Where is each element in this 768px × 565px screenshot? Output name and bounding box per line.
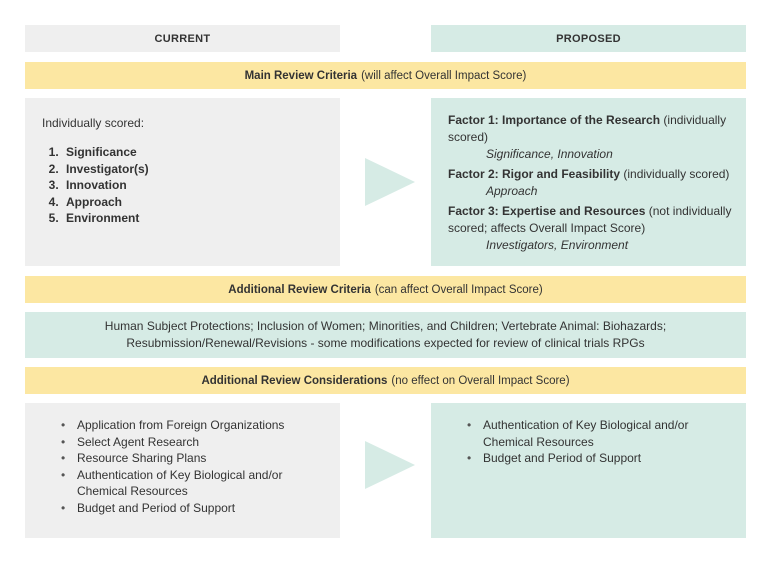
additional-criteria-line-2: Resubmission/Renewal/Revisions - some mo… (126, 336, 645, 350)
factor-1: Factor 1: Importance of the Research (in… (448, 112, 734, 163)
current-considerations-panel: Application from Foreign Organizations S… (25, 403, 340, 538)
right-arrow-icon (365, 441, 415, 489)
proposed-main-panel: Factor 1: Importance of the Research (in… (431, 98, 746, 266)
factor-note: (individually scored) (448, 113, 727, 144)
current-header: CURRENT (25, 25, 340, 52)
additional-criteria-line-1: Human Subject Protections; Inclusion of … (104, 319, 667, 333)
proposed-header: PROPOSED (431, 25, 746, 52)
main-criteria-band: Main Review Criteria (will affect Overal… (25, 62, 746, 89)
current-main-intro: Individually scored: (42, 116, 145, 130)
factor-3: Factor 3: Expertise and Resources (not i… (448, 203, 734, 254)
current-main-list: Significance Investigator(s) Innovation … (42, 144, 340, 227)
factor-2: Factor 2: Rigor and Feasibility (individ… (448, 166, 734, 200)
proposed-header-label: PROPOSED (556, 32, 621, 45)
additional-criteria-band: Additional Review Criteria (can affect O… (25, 276, 746, 303)
additional-criteria-note: (can affect Overall Impact Score) (374, 283, 543, 296)
criterion-item: Innovation (62, 177, 340, 194)
current-main-panel: Individually scored: Significance Invest… (25, 98, 340, 266)
list-item: Application from Foreign Organizations (61, 417, 320, 434)
current-header-label: CURRENT (154, 32, 211, 45)
main-criteria-note: (will affect Overall Impact Score) (361, 69, 527, 82)
criterion-item: Environment (62, 210, 340, 227)
factor-note: (not individually scored; affects Overal… (448, 204, 732, 235)
factor-title: Factor 2: Rigor and Feasibility (448, 167, 621, 181)
current-considerations-list: Application from Foreign Organizations S… (59, 417, 320, 516)
main-criteria-title: Main Review Criteria (244, 69, 358, 82)
factor-sub: Approach (486, 184, 538, 198)
proposed-considerations-list: Authentication of Key Biological and/or … (465, 417, 732, 467)
list-item: Authentication of Key Biological and/or … (61, 467, 320, 500)
additional-criteria-title: Additional Review Criteria (228, 283, 371, 296)
list-item: Select Agent Research (61, 434, 320, 451)
list-item: Resource Sharing Plans (61, 450, 320, 467)
additional-considerations-title: Additional Review Considerations (201, 374, 388, 387)
factor-title: Factor 1: Importance of the Research (448, 113, 661, 127)
proposed-considerations-panel: Authentication of Key Biological and/or … (431, 403, 746, 538)
additional-criteria-panel: Human Subject Protections; Inclusion of … (25, 312, 746, 358)
factor-sub: Significance, Innovation (486, 147, 613, 161)
list-item: Budget and Period of Support (61, 500, 320, 517)
factor-title: Factor 3: Expertise and Resources (448, 204, 646, 218)
criterion-item: Approach (62, 194, 340, 211)
factor-note: (individually scored) (623, 167, 730, 181)
right-arrow-icon (365, 158, 415, 206)
additional-considerations-band: Additional Review Considerations (no eff… (25, 367, 746, 394)
factor-sub: Investigators, Environment (486, 238, 629, 252)
criterion-item: Significance (62, 144, 340, 161)
criterion-item: Investigator(s) (62, 161, 340, 178)
additional-considerations-note: (no effect on Overall Impact Score) (391, 374, 570, 387)
list-item: Budget and Period of Support (467, 450, 732, 467)
list-item: Authentication of Key Biological and/or … (467, 417, 732, 450)
